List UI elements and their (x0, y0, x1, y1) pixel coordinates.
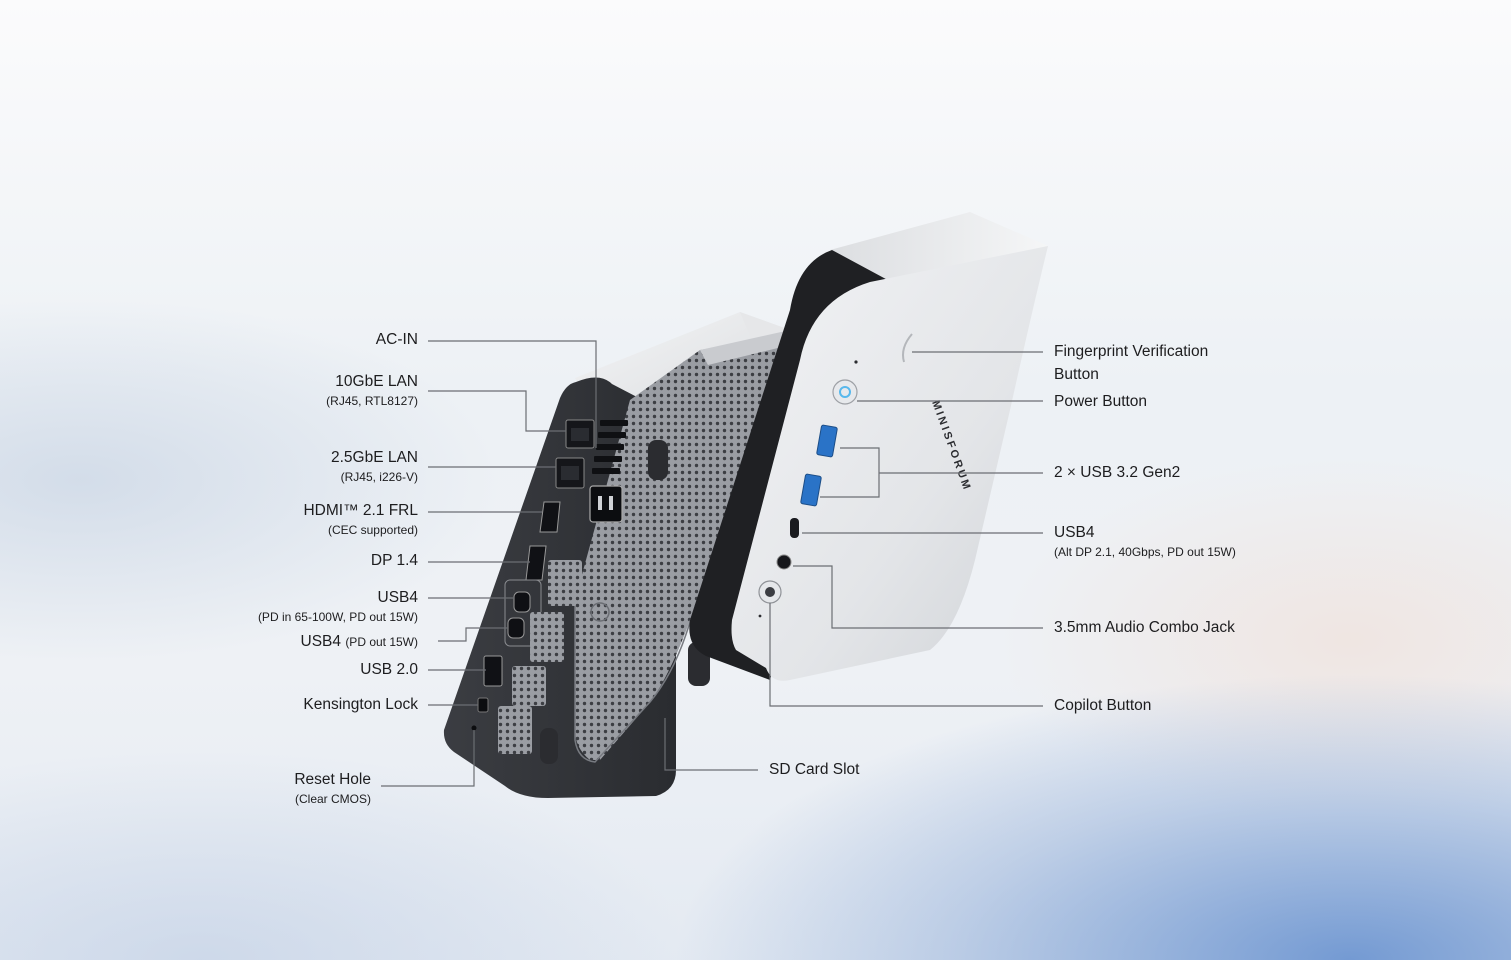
label-usb4-front-title: USB4 (1054, 524, 1095, 541)
front-panel (731, 246, 1048, 681)
label-hdmi-sub: (CEC supported) (327, 522, 418, 537)
label-hdmi-title: HDMI™ 2.1 FRL (303, 502, 418, 519)
label-power-title: Power Button (1054, 393, 1148, 410)
usb4-front-port (790, 518, 799, 538)
power-button (832, 379, 858, 405)
rear-device (443, 312, 790, 798)
label-lan-10gbe: 10GbE LAN (RJ45, RTL8127) (326, 373, 418, 408)
label-usb4-front: USB4 (Alt DP 2.1, 40Gbps, PD out 15W) (1054, 524, 1236, 559)
label-usb4-rear-a-sub: (PD in 65-100W, PD out 15W) (257, 609, 418, 624)
label-ac-in: AC-IN (376, 331, 418, 350)
label-lan-25gbe: 2.5GbE LAN (RJ45, i226-V) (331, 449, 418, 484)
hdmi-port (539, 501, 561, 533)
rubber-foot (540, 728, 558, 764)
front-device-top (830, 212, 1048, 292)
label-usb32: 2 × USB 3.2 Gen2 (1054, 464, 1180, 483)
label-fingerprint-line2: Button (1054, 365, 1099, 383)
leader-audio (793, 565, 1043, 629)
label-dp-title: DP 1.4 (370, 552, 418, 569)
usb4-rear-port-b (507, 617, 525, 639)
label-sd-card: SD Card Slot (769, 761, 859, 780)
ventilation-grille (575, 335, 785, 760)
audio-jack (776, 554, 792, 570)
leader-reset (381, 730, 475, 787)
label-reset-title: Reset Hole (294, 771, 371, 788)
label-lan-10gbe-sub: (RJ45, RTL8127) (326, 393, 418, 408)
label-fingerprint-title: Fingerprint Verification (1054, 343, 1209, 360)
rubber-foot (648, 440, 668, 480)
label-reset-sub: (Clear CMOS) (294, 791, 371, 806)
leader-usb4-rear-b (438, 627, 508, 642)
label-lan-25gbe-sub: (RJ45, i226-V) (340, 469, 418, 484)
label-fingerprint: Fingerprint Verification Button (1054, 343, 1208, 384)
usb32-port-1 (816, 424, 838, 458)
label-usb4-rear-b-title: USB4 (300, 633, 342, 650)
usb4-rear-port-a (513, 591, 531, 613)
label-sd-card-title: SD Card Slot (769, 761, 860, 778)
ac-in-port (589, 485, 623, 523)
label-usb4-rear-a-title: USB4 (377, 589, 419, 606)
leader-sd-card (664, 718, 758, 771)
label-dp: DP 1.4 (371, 552, 418, 571)
fingerprint-sensor (902, 333, 913, 363)
leader-lan-10gbe (428, 390, 566, 432)
usb32-port-2 (800, 473, 822, 507)
dp-port (525, 545, 547, 581)
label-copilot: Copilot Button (1054, 697, 1151, 716)
label-usb4-front-sub: (Alt DP 2.1, 40Gbps, PD out 15W) (1054, 544, 1236, 559)
label-usb4-rear-b-sub: (PD out 15W) (345, 635, 418, 649)
label-usb32-title: 2 × USB 3.2 Gen2 (1054, 464, 1181, 481)
label-lan-25gbe-title: 2.5GbE LAN (330, 449, 418, 466)
label-power: Power Button (1054, 393, 1147, 412)
front-device: MINISFORUM (689, 212, 1048, 681)
label-kensington: Kensington Lock (303, 696, 418, 715)
label-lan-10gbe-title: 10GbE LAN (335, 373, 418, 390)
label-reset: Reset Hole (Clear CMOS) (294, 771, 371, 806)
label-usb4-rear-a: USB4 (PD in 65-100W, PD out 15W) (258, 589, 418, 624)
label-audio: 3.5mm Audio Combo Jack (1054, 619, 1235, 638)
leader-copilot (769, 603, 1043, 707)
label-usb20: USB 2.0 (360, 661, 418, 680)
label-usb4-rear-b: USB4 (PD out 15W) (301, 633, 419, 652)
label-copilot-title: Copilot Button (1054, 697, 1152, 714)
rear-ports (471, 419, 628, 754)
label-ac-in-title: AC-IN (375, 331, 418, 348)
label-audio-title: 3.5mm Audio Combo Jack (1054, 619, 1235, 636)
label-kensington-title: Kensington Lock (303, 696, 418, 713)
kensington-slot (477, 697, 489, 713)
leader-lines (381, 340, 1043, 787)
usb2-port (483, 655, 503, 687)
leader-ac-in (428, 340, 597, 448)
label-hdmi: HDMI™ 2.1 FRL (CEC supported) (303, 502, 418, 537)
reset-hole (471, 725, 477, 731)
label-usb20-title: USB 2.0 (360, 661, 418, 678)
